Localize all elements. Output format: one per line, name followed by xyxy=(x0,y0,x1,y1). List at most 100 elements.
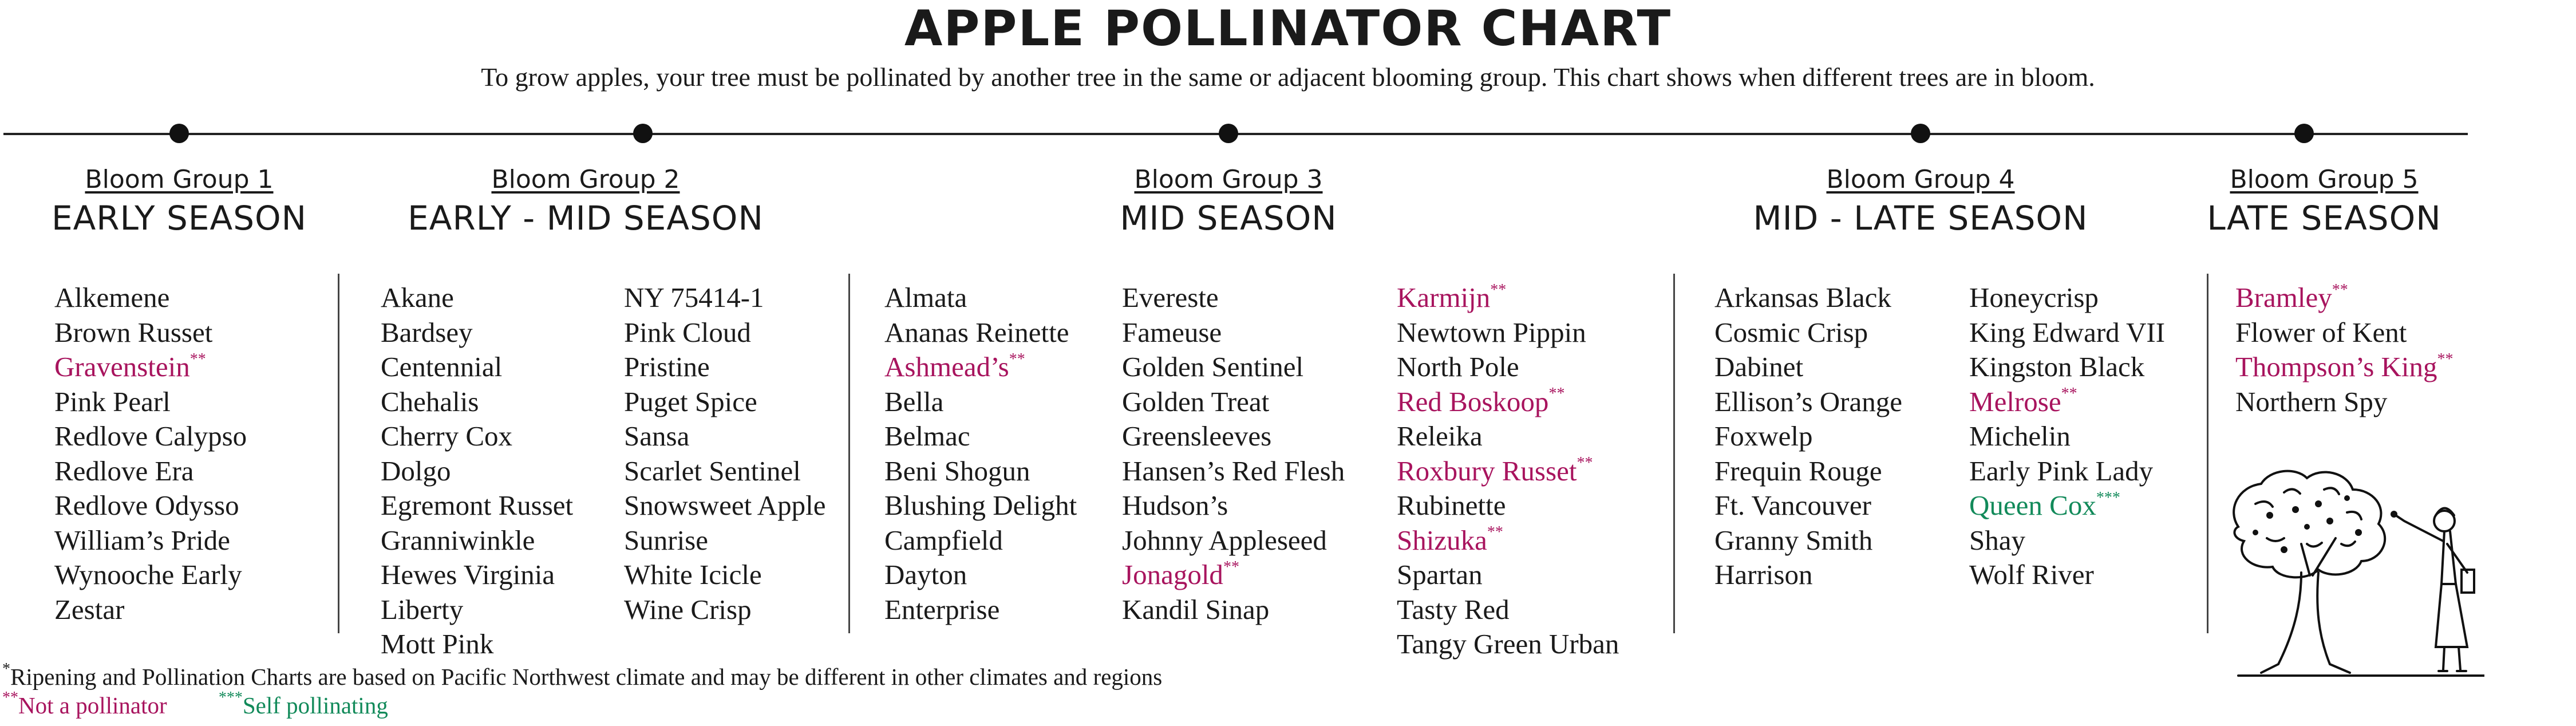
variety-item: Chehalis xyxy=(381,385,573,420)
variety-mark: ** xyxy=(1490,281,1507,299)
variety-name: Chehalis xyxy=(381,385,479,417)
variety-name: Greensleeves xyxy=(1122,420,1272,452)
variety-name: Frequin Rouge xyxy=(1714,455,1882,487)
variety-name: Alkemene xyxy=(54,282,170,313)
timeline-dot-group-5 xyxy=(2294,124,2314,143)
bloom-group-4-header: Bloom Group 4 MID - LATE SEASON xyxy=(1692,165,2150,238)
variety-item: Bramley** xyxy=(2235,281,2453,315)
variety-item: Zestar xyxy=(54,593,247,628)
variety-item: Pristine xyxy=(624,350,826,385)
timeline-dot-group-3 xyxy=(1219,124,1238,143)
variety-item: Karmijn** xyxy=(1397,281,1619,315)
variety-item: Newtown Pippin xyxy=(1397,315,1619,350)
variety-item: Ellison’s Orange xyxy=(1714,385,1902,420)
variety-name: Redlove Calypso xyxy=(54,420,247,452)
variety-item: Cosmic Crisp xyxy=(1714,315,1902,350)
variety-item: Ashmead’s** xyxy=(884,350,1077,385)
variety-item: Wine Crisp xyxy=(624,593,826,628)
variety-item: Bella xyxy=(884,385,1077,420)
variety-name: Kandil Sinap xyxy=(1122,593,1270,625)
legend-self-pollinating: ***Self pollinating xyxy=(218,689,411,719)
variety-name: Granny Smith xyxy=(1714,524,1873,556)
climate-footnote-text: Ripening and Pollination Charts are base… xyxy=(10,664,1163,690)
bloom-group-3-header: Bloom Group 3 MID SEASON xyxy=(1057,165,1400,238)
variety-name: Roxbury Russet xyxy=(1397,455,1577,487)
variety-item: Brown Russet xyxy=(54,315,247,350)
variety-item: Wynooche Early xyxy=(54,558,247,593)
variety-name: Honeycrisp xyxy=(1969,282,2099,313)
variety-item: NY 75414-1 xyxy=(624,281,826,315)
variety-name: Zestar xyxy=(54,593,125,625)
variety-name: Mott Pink xyxy=(381,628,494,660)
variety-name: Arkansas Black xyxy=(1714,282,1891,313)
group-divider xyxy=(2207,274,2208,633)
variety-name: Pink Cloud xyxy=(624,316,751,348)
timeline-dot-group-1 xyxy=(169,124,189,143)
variety-name: Campfield xyxy=(884,524,1003,556)
variety-name: Ananas Reinette xyxy=(884,316,1069,348)
variety-item: Michelin xyxy=(1969,419,2165,454)
legend-sp-mark: *** xyxy=(218,689,243,707)
group-divider xyxy=(848,274,850,633)
variety-item: Snowsweet Apple xyxy=(624,488,826,523)
variety-name: Wine Crisp xyxy=(624,593,752,625)
variety-item: Akane xyxy=(381,281,573,315)
legend-footnote: **Not a pollinator ***Self pollinating xyxy=(2,689,434,719)
bloom-season: MID - LATE SEASON xyxy=(1753,199,2088,238)
bloom-group-5-header: Bloom Group 5 LATE SEASON xyxy=(2164,165,2484,238)
variety-item: Honeycrisp xyxy=(1969,281,2165,315)
variety-item: Cherry Cox xyxy=(381,419,573,454)
variety-name: Sansa xyxy=(624,420,690,452)
variety-item: North Pole xyxy=(1397,350,1619,385)
bloom-group-2-header: Bloom Group 2 EARLY - MID SEASON xyxy=(357,165,815,238)
variety-name: Spartan xyxy=(1397,559,1483,590)
variety-name: Foxwelp xyxy=(1714,420,1813,452)
variety-name: Kingston Black xyxy=(1969,351,2145,382)
bloom-season: LATE SEASON xyxy=(2207,199,2441,238)
variety-name: White Icicle xyxy=(624,559,762,590)
variety-name: Cherry Cox xyxy=(381,420,512,452)
variety-item: Belmac xyxy=(884,419,1077,454)
variety-name: Ft. Vancouver xyxy=(1714,490,1871,521)
variety-name: Thompson’s King xyxy=(2235,351,2437,382)
variety-name: Redlove Era xyxy=(54,455,194,487)
variety-name: Evereste xyxy=(1122,282,1219,313)
variety-mark: *** xyxy=(2096,488,2120,507)
variety-item: Redlove Odysso xyxy=(54,488,247,523)
legend-sp-text: Self pollinating xyxy=(242,692,388,719)
variety-item: Golden Sentinel xyxy=(1122,350,1345,385)
variety-item: Dayton xyxy=(884,558,1077,593)
variety-name: Bramley xyxy=(2235,282,2332,313)
bloom-group-label: Bloom Group 4 xyxy=(1826,165,2015,194)
timeline-dot-group-4 xyxy=(1911,124,1930,143)
variety-name: Melrose xyxy=(1969,385,2061,417)
variety-item: Fameuse xyxy=(1122,315,1345,350)
variety-name: Tasty Red xyxy=(1397,593,1510,625)
variety-name: Gravenstein xyxy=(54,351,190,382)
variety-name: King Edward VII xyxy=(1969,316,2166,348)
variety-item: Granny Smith xyxy=(1714,523,1902,558)
variety-item: Spartan xyxy=(1397,558,1619,593)
variety-item: Hudson’s xyxy=(1122,488,1345,523)
variety-item: Redlove Era xyxy=(54,454,247,489)
variety-name: Shay xyxy=(1969,524,2025,556)
variety-name: Golden Treat xyxy=(1122,385,1270,417)
variety-name: Enterprise xyxy=(884,593,1000,625)
variety-item: Ananas Reinette xyxy=(884,315,1077,350)
variety-name: Cosmic Crisp xyxy=(1714,316,1868,348)
variety-name: Michelin xyxy=(1969,420,2071,452)
variety-item: Rubinette xyxy=(1397,488,1619,523)
variety-item: Jonagold** xyxy=(1122,558,1345,593)
variety-name: Hewes Virginia xyxy=(381,559,555,590)
timeline-dot-group-2 xyxy=(633,124,653,143)
variety-name: Karmijn xyxy=(1397,282,1491,313)
variety-item: Thompson’s King** xyxy=(2235,350,2453,385)
variety-item: Scarlet Sentinel xyxy=(624,454,826,489)
person-picking-apples-tree-icon xyxy=(2233,469,2484,677)
variety-name: Dolgo xyxy=(381,455,451,487)
